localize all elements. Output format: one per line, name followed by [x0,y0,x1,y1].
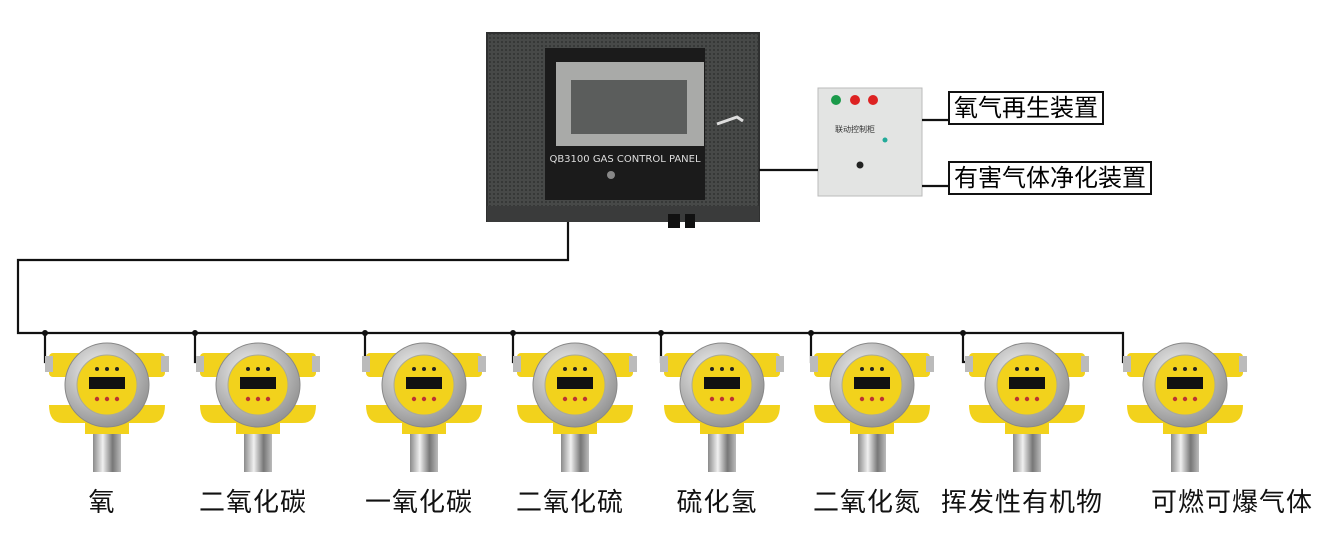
sensor-probe [1171,434,1199,472]
sensor-label: 可燃可爆气体 [1150,488,1314,518]
sensor-label: 二氧化硫 [515,488,625,518]
detector-display [240,377,276,389]
cabinet-label: 联动控制柜 [835,124,875,134]
gas-control-panel: QB3100 GAS CONTROL PANEL [486,32,760,228]
gas-detector-1 [45,342,169,472]
detector-display [1167,377,1203,389]
sensor-probe [1013,434,1041,472]
detector-display [854,377,890,389]
device-oxygen-regenerator: 氧气再生装置 [948,91,1104,125]
detector-display [89,377,125,389]
linkage-control-cabinet: 联动控制柜 [817,87,923,197]
sensor-probe [244,434,272,472]
gas-detector-3 [362,342,486,472]
key-icon [716,115,744,126]
panel-model-text: QB3100 GAS CONTROL PANEL [549,154,701,165]
sensor-label: 氧 [88,488,116,518]
gas-detector-7 [965,342,1089,472]
sensor-probe [858,434,886,472]
gas-detector-2 [196,342,320,472]
sensor-probe [708,434,736,472]
sensor-label: 挥发性有机物 [940,488,1104,518]
sensor-probe [410,434,438,472]
gas-detector-8 [1123,342,1247,472]
sensor-label: 一氧化碳 [364,488,474,518]
gas-detector-5 [660,342,784,472]
gas-detector-6 [810,342,934,472]
detector-display [406,377,442,389]
sensor-label: 硫化氢 [676,488,758,518]
sensor-label: 二氧化碳 [198,488,308,518]
detector-display [704,377,740,389]
sensor-probe [93,434,121,472]
detector-display [557,377,593,389]
device-harmful-gas-purifier: 有害气体净化装置 [948,161,1152,195]
sensor-probe [561,434,589,472]
gas-detector-4 [513,342,637,472]
sensor-label: 二氧化氮 [812,488,922,518]
detector-display [1009,377,1045,389]
